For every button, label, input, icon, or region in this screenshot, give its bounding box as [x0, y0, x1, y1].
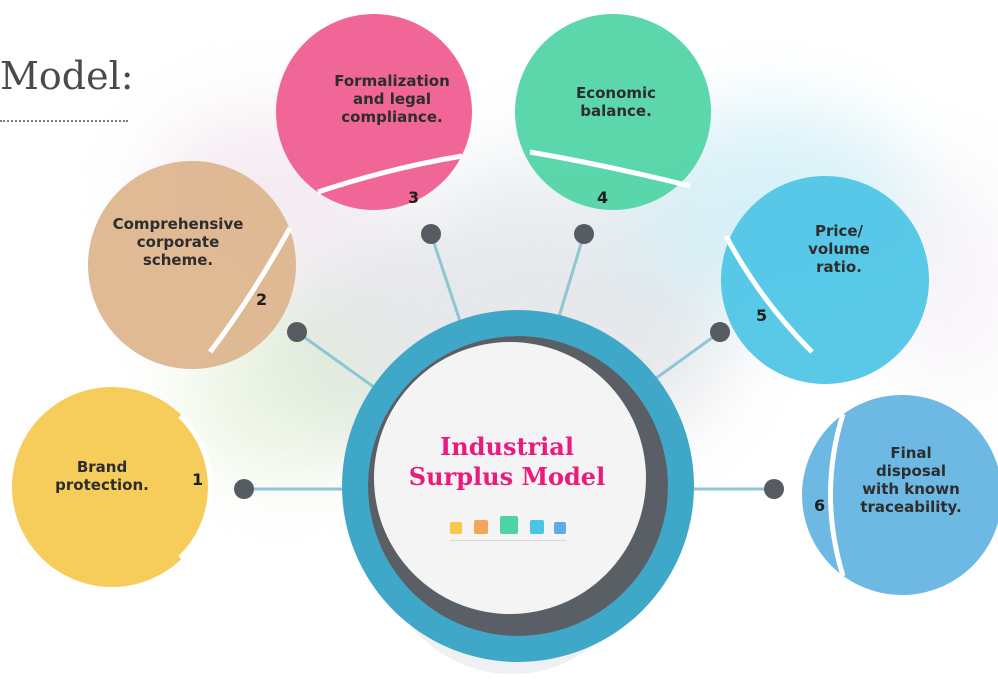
doc-icon — [450, 522, 462, 534]
connector-3 — [429, 233, 465, 331]
page-title: Model: — [0, 34, 134, 122]
doc-icon — [500, 516, 518, 534]
connector-dot-1 — [234, 479, 254, 499]
connector-4 — [553, 233, 586, 331]
step-2-label: Comprehensive corporate scheme. — [112, 215, 244, 269]
hub-icon-row — [450, 516, 570, 544]
step-bubble-1 — [12, 387, 213, 587]
hub-face — [374, 342, 646, 614]
connector-dot-5 — [710, 322, 730, 342]
step-6-number: 6 — [814, 496, 826, 515]
step-5-number: 5 — [756, 306, 768, 325]
step-3-label: Formalization and legal compliance. — [334, 72, 450, 126]
connector-dot-6 — [764, 479, 784, 499]
step-bubble-3 — [276, 14, 472, 210]
step-bubble-5 — [721, 176, 929, 384]
step-4-label: Economic balance. — [575, 84, 657, 120]
step-6-label: Final disposal with known traceability. — [860, 444, 962, 516]
step-bubble-4 — [515, 14, 711, 210]
hub — [342, 310, 694, 674]
hub-title: Industrial Surplus Model — [408, 432, 606, 491]
step-3-number: 3 — [408, 188, 420, 207]
step-1-number: 1 — [192, 470, 204, 489]
step-5-label: Price/ volume ratio. — [808, 222, 870, 276]
step-bubble-2 — [88, 161, 296, 369]
connector-dot-2 — [287, 322, 307, 342]
doc-icon — [554, 522, 566, 534]
doc-icon — [474, 520, 488, 534]
divider — [450, 540, 566, 541]
connector-dot-3 — [421, 224, 441, 244]
step-bubble-6 — [802, 395, 998, 595]
step-2-number: 2 — [256, 290, 268, 309]
step-1-label: Brand protection. — [55, 458, 149, 494]
doc-icon — [530, 520, 544, 534]
step-4-number: 4 — [597, 188, 609, 207]
connector-dot-4 — [574, 224, 594, 244]
